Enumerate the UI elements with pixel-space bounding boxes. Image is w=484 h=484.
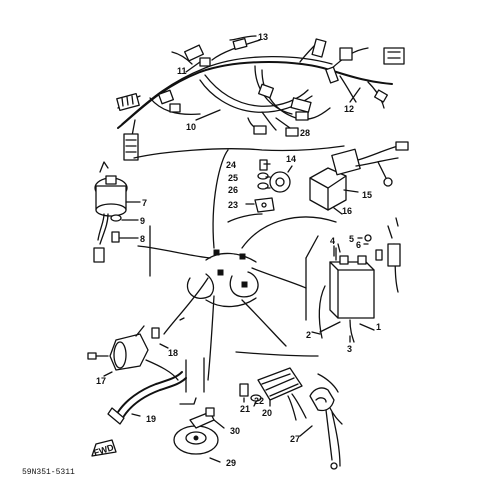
- horn-hose: [107, 371, 187, 425]
- frame-center: [186, 249, 259, 308]
- callout-3: 3: [347, 344, 352, 354]
- callout-6: 6: [356, 240, 361, 250]
- battery: [318, 217, 401, 343]
- callout-23: 23: [228, 200, 238, 210]
- callout-5: 5: [349, 234, 354, 244]
- callout-18: 18: [168, 348, 178, 358]
- drawing-code: 59N351-5311: [22, 468, 75, 477]
- harness-connectors: [116, 37, 405, 161]
- callout-22: 22: [254, 396, 264, 406]
- callout-19: 19: [146, 414, 156, 424]
- main-switch: [93, 161, 128, 263]
- callout-8: 8: [140, 234, 145, 244]
- starter-motor: [87, 325, 179, 381]
- callout-25: 25: [228, 173, 238, 183]
- callout-20: 20: [262, 408, 272, 418]
- callout-10: 10: [186, 122, 196, 132]
- callout-21: 21: [240, 404, 250, 414]
- callout-12: 12: [344, 104, 354, 114]
- callout-4: 4: [330, 236, 335, 246]
- callout-26: 26: [228, 185, 238, 195]
- callout-30: 30: [230, 426, 240, 436]
- rectifier-regulator: [239, 367, 307, 421]
- callout-2: 2: [306, 330, 311, 340]
- callout-16: 16: [342, 206, 352, 216]
- callout-7: 7: [142, 198, 147, 208]
- callout-28: 28: [300, 128, 310, 138]
- callout-13: 13: [258, 32, 268, 42]
- leader-lines: [103, 35, 375, 463]
- relay-assembly: [269, 141, 409, 211]
- callout-11: 11: [177, 66, 187, 76]
- callout-24: 24: [226, 160, 236, 170]
- sensor-lead: [309, 387, 343, 470]
- fastener-stack: [254, 159, 275, 213]
- callout-17: 17: [96, 376, 106, 386]
- callout-15: 15: [362, 190, 372, 200]
- callout-1: 1: [376, 322, 381, 332]
- callout-27: 27: [290, 434, 300, 444]
- callout-9: 9: [140, 216, 145, 226]
- fwd-arrow: FWD: [91, 439, 117, 458]
- callout-14: 14: [286, 154, 296, 164]
- horn: [173, 407, 219, 455]
- callout-labels: 13 11 12 10 28 24 25 26 23 14 16 15 7 9 …: [22, 32, 381, 477]
- callout-29: 29: [226, 458, 236, 468]
